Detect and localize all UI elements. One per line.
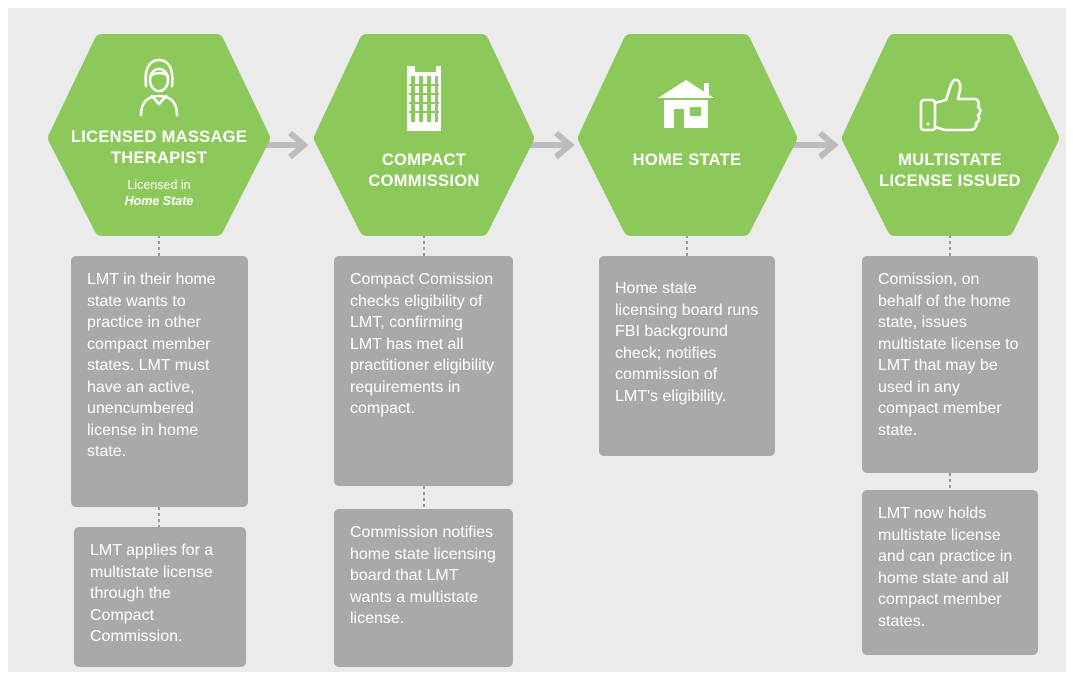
- step-3-title: HOME STATE: [632, 151, 742, 169]
- step-1-box-1: LMT in their home state wants to practic…: [71, 256, 248, 507]
- step-1-subtitle-emphasis: Home State: [124, 194, 194, 208]
- hexagon-4: [842, 34, 1059, 236]
- flow-arrow-3: [792, 130, 839, 160]
- thumbs-up-icon: [919, 78, 982, 132]
- step-1-subtitle: Licensed in Home State: [96, 177, 222, 209]
- house-icon: [658, 80, 714, 128]
- connectors: [158, 235, 951, 527]
- therapist-icon: [139, 58, 179, 117]
- step-3-box-1: Home state licensing board runs FBI back…: [599, 256, 775, 456]
- step-1-title: LICENSED MASSAGE THERAPIST: [70, 128, 248, 167]
- hexagon-2: [314, 34, 534, 236]
- step-2-box-2: Commission notifies home state licensing…: [334, 509, 513, 667]
- hexagon-1: [48, 34, 270, 236]
- building-icon: [407, 66, 441, 131]
- flow-arrow-1: [262, 130, 309, 160]
- step-4-title: MULTISTATE LICENSE ISSUED: [879, 151, 1021, 190]
- step-4-box-2: LMT now holds multistate license and can…: [862, 490, 1038, 655]
- step-2-box-1: Compact Comission checks eligibility of …: [334, 256, 513, 486]
- step-1-subtitle-text: Licensed in: [127, 178, 191, 192]
- step-1-box-2: LMT applies for a multistate license thr…: [74, 527, 246, 667]
- step-4-box-1: Comission, on behalf of the home state, …: [862, 256, 1038, 473]
- step-2-title: COMPACT COMMISSION: [368, 151, 480, 190]
- hexagon-3: [578, 34, 797, 236]
- flow-arrow-2: [528, 130, 575, 160]
